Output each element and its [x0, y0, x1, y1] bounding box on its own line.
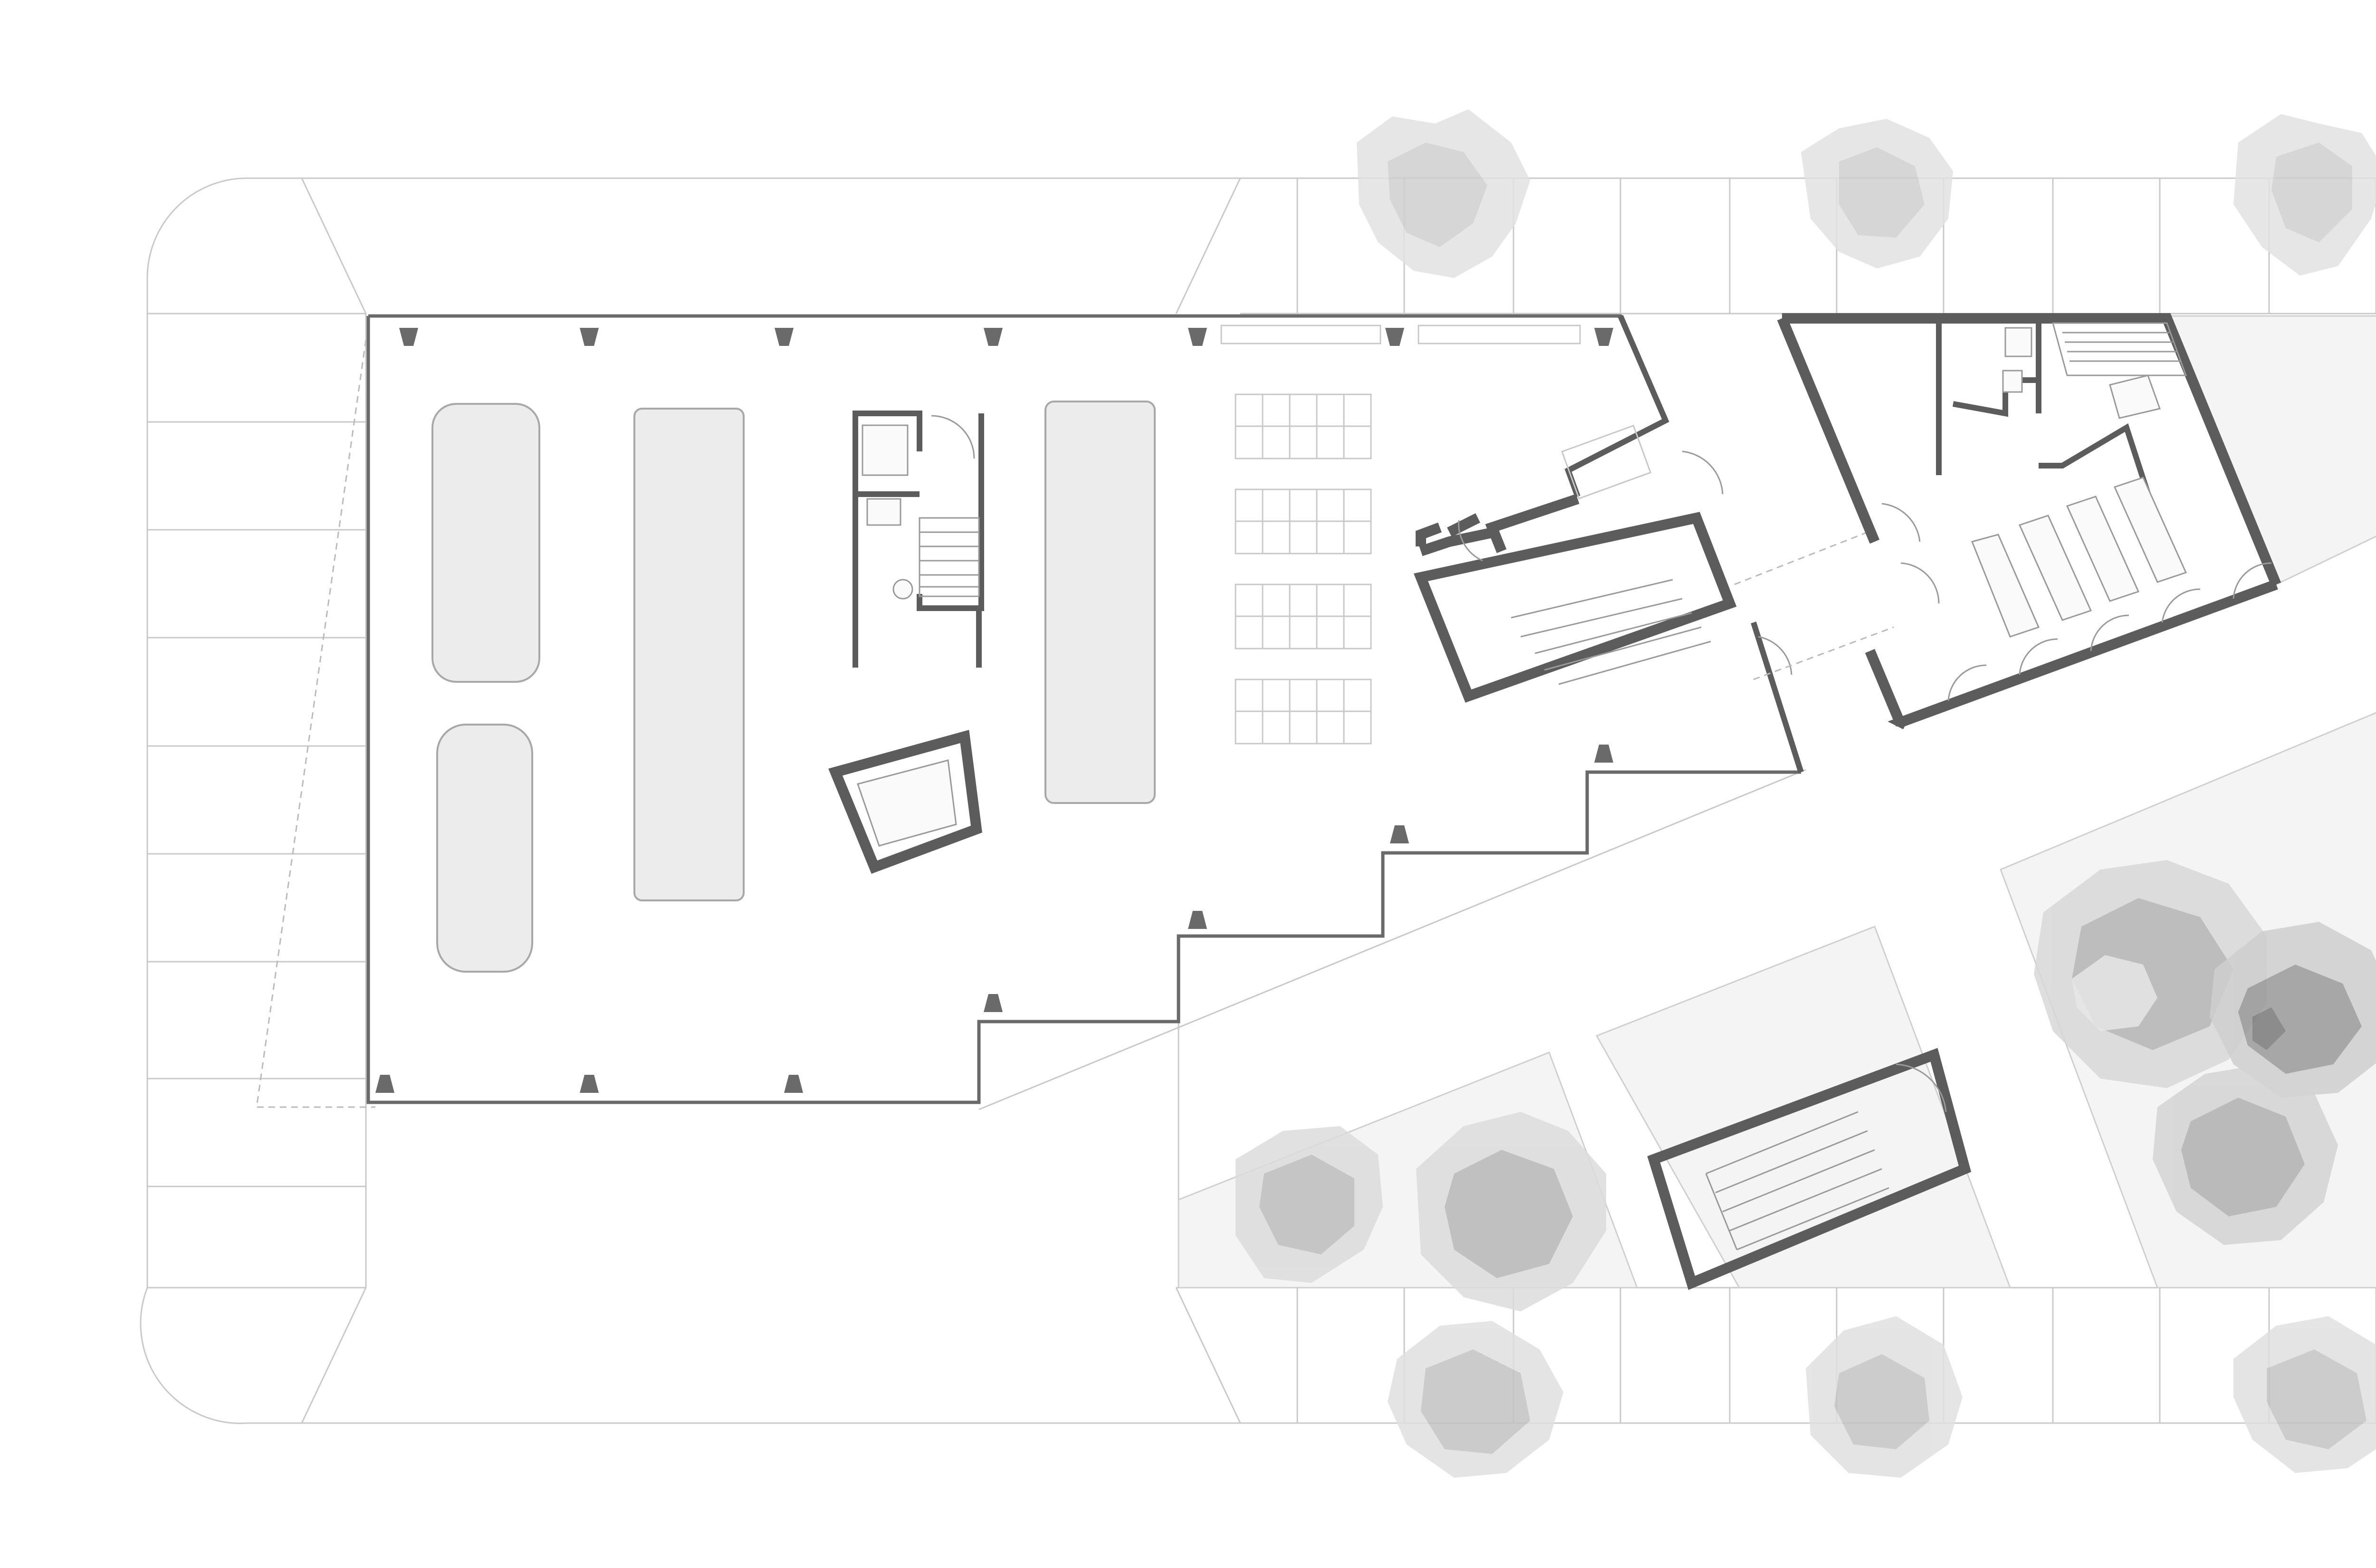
wc-and-stair-core: [853, 411, 984, 668]
washbasin: [866, 498, 901, 526]
tree: [2210, 922, 2376, 1098]
planting-bed-east: [2165, 315, 2376, 586]
car-2: [436, 724, 533, 973]
hall-entry-wall: [1751, 621, 1804, 773]
bicycle-rack: [1235, 488, 1372, 555]
buses: [633, 401, 1156, 901]
tree: [1388, 1321, 1563, 1478]
bicycle-rack: [1235, 583, 1372, 650]
wall-rack-strip: [1220, 325, 1381, 344]
car-1: [431, 403, 540, 683]
entrance-stair-block: [1413, 424, 1894, 703]
office-wc: [2004, 327, 2032, 357]
office-stair: [2052, 322, 2187, 376]
bus-2: [1044, 401, 1156, 804]
tree: [1416, 1112, 1606, 1311]
bicycle-racks: [1235, 393, 1372, 745]
tree: [1236, 1126, 1383, 1283]
tree: [1357, 109, 1530, 278]
courtyard-stair: [1647, 1048, 1972, 1290]
shower: [862, 424, 909, 476]
elevator: [828, 730, 983, 874]
columns: [375, 328, 1613, 1093]
tree: [2153, 1064, 2338, 1245]
bicycle-rack: [1235, 679, 1372, 745]
entrance-stair: [1511, 579, 1711, 685]
tree: [1806, 1316, 1963, 1478]
trees: [1236, 109, 2376, 1478]
office-wc-2: [2002, 370, 2023, 393]
hall-east-wall: [1564, 315, 1669, 498]
toilet: [892, 579, 913, 600]
office-cabinet: [2109, 374, 2161, 419]
vehicle-hall: [366, 314, 1804, 1104]
wall-bench: [1418, 325, 1581, 344]
bus-1: [633, 408, 745, 901]
core-stair: [919, 517, 980, 597]
tree: [1801, 119, 1953, 268]
tree: [2233, 114, 2376, 276]
core-door: [931, 415, 975, 459]
bicycle-rack: [1235, 393, 1372, 459]
locker-unit: [1561, 424, 1652, 500]
tree: [2233, 1316, 2376, 1473]
tree: [2072, 955, 2157, 1031]
office-block: [1777, 313, 2281, 729]
desks: [1971, 477, 2187, 638]
cars: [431, 403, 540, 973]
